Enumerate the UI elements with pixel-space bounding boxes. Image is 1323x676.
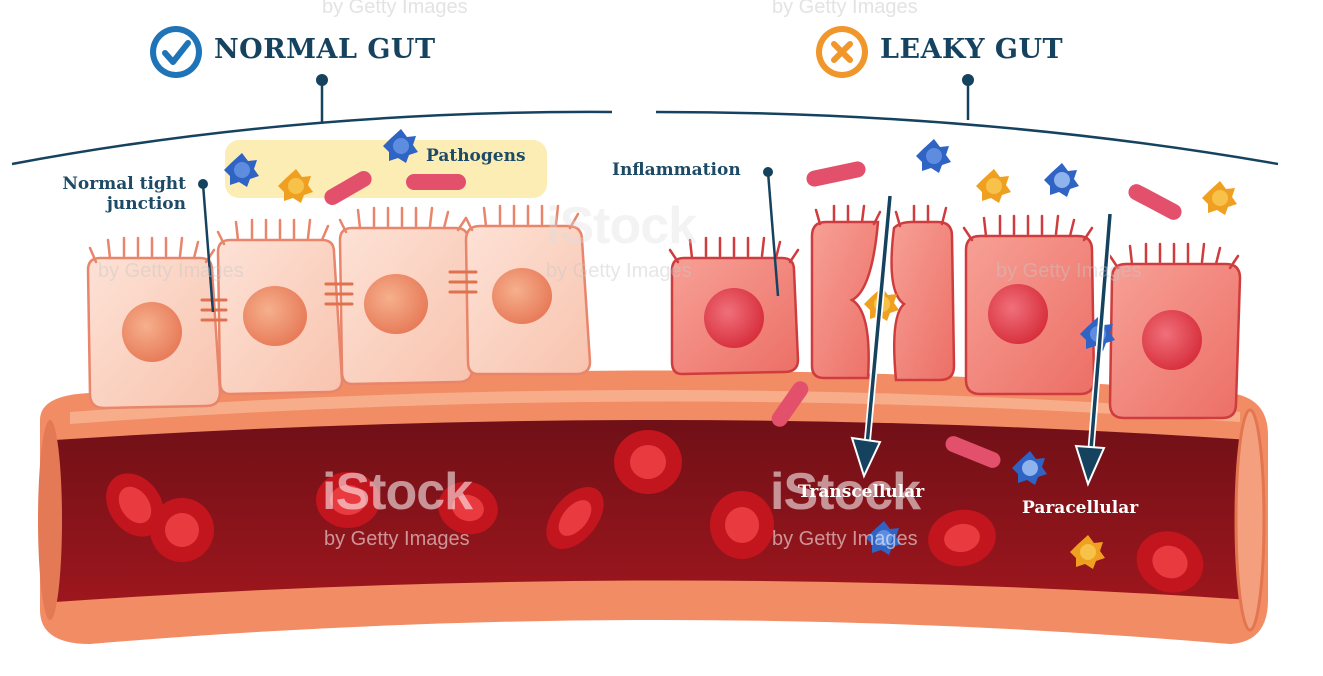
x-circle-icon: [816, 26, 868, 78]
check-circle-icon: [150, 26, 202, 78]
inflamed-cell: [1108, 242, 1242, 420]
red-blood-cell: [438, 481, 498, 535]
bacterium-rod: [945, 436, 1001, 468]
bacterium-rod: [1128, 184, 1182, 220]
red-blood-cell: [106, 473, 164, 537]
inflamed-cell: [668, 236, 800, 376]
leaky-bracket: [655, 110, 1279, 166]
normal-tight-junction-label: Normal tight junction: [52, 174, 186, 214]
leaky-bracket-dot: [962, 74, 974, 86]
orange-pathogen: [278, 169, 313, 203]
red-blood-cell: [316, 472, 380, 528]
bacterium-rod: [806, 161, 866, 187]
red-blood-cell: [710, 491, 774, 559]
blue-pathogen: [1012, 451, 1047, 485]
blue-pathogen: [866, 521, 901, 555]
normal-cell: [464, 204, 592, 376]
red-blood-cell: [1136, 531, 1204, 593]
blue-pathogen: [1044, 163, 1079, 197]
blue-pathogen: [916, 139, 951, 173]
leaky-epithelium: [668, 204, 1242, 420]
normal-cell: [216, 218, 344, 396]
inflamed-cell: [810, 204, 882, 380]
blue-pathogen: [224, 153, 259, 187]
tight-junction-pointer: [201, 183, 215, 313]
normal-cell: [86, 236, 222, 410]
red-blood-cell: [546, 487, 604, 549]
normal-bracket-dot: [316, 74, 328, 86]
red-blood-cell: [150, 498, 214, 562]
red-blood-cell: [928, 509, 996, 567]
paracellular-arrow: [1074, 213, 1114, 487]
inflamed-cell: [962, 214, 1096, 396]
normal-gut-title: NORMAL GUT: [214, 34, 436, 65]
normal-bracket: [11, 110, 613, 166]
blue-pathogen: [383, 129, 418, 163]
orange-pathogen: [1202, 181, 1237, 215]
pathogens-label: Pathogens: [426, 146, 526, 166]
inflammation-pointer: [766, 171, 780, 297]
normal-tight-junction-line1: Normal tight: [62, 174, 186, 194]
orange-pathogen: [976, 169, 1011, 203]
orange-pathogen: [1070, 535, 1105, 569]
bacterium-rod: [406, 174, 466, 190]
inflamed-cell: [890, 204, 956, 382]
paracellular-label: Paracellular: [1022, 498, 1139, 518]
red-blood-cells: [106, 430, 1204, 593]
inflammation-label: Inflammation: [612, 160, 741, 180]
transcellular-label: Transcellular: [798, 482, 925, 502]
normal-cell: [338, 206, 474, 386]
red-blood-cell: [614, 430, 682, 494]
leaky-gut-title: LEAKY GUT: [880, 34, 1064, 65]
transcellular-arrow: [850, 195, 894, 479]
bacterium-rod: [771, 381, 809, 427]
normal-epithelium: [86, 204, 592, 410]
brackets: [11, 80, 1279, 166]
normal-tight-junction-line2: junction: [106, 194, 186, 214]
bacterium-rod: [324, 171, 372, 205]
